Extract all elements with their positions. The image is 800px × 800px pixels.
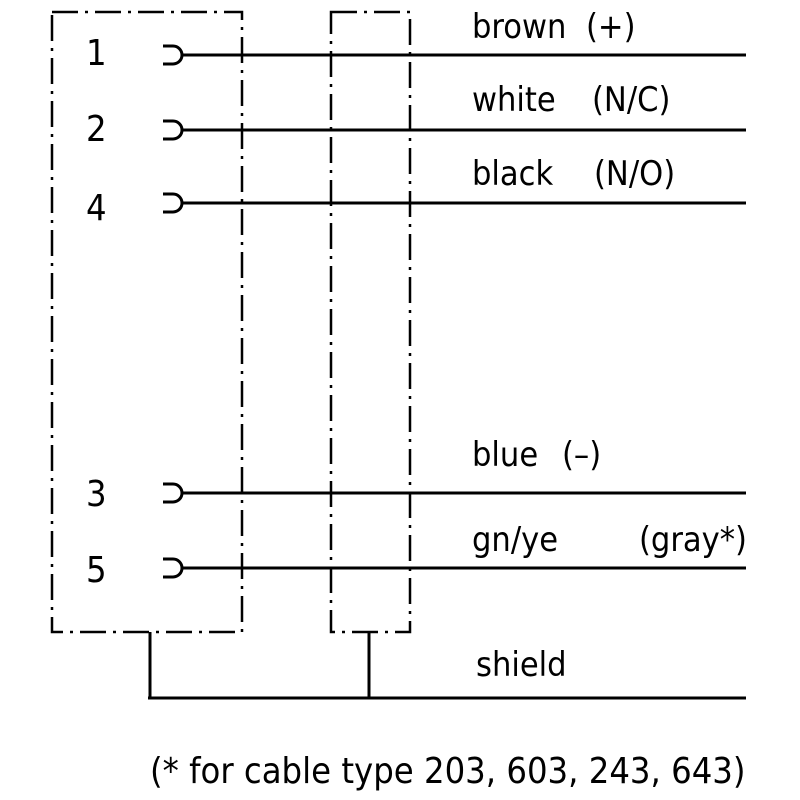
pin-5-socket-icon: [163, 557, 184, 579]
pin-number-2: 2: [86, 109, 107, 150]
connector-housing-outline: [50, 10, 244, 634]
wire-1-function: (+): [586, 7, 636, 47]
pin-1-socket-icon: [163, 44, 184, 66]
cable-sheath-outline: [329, 10, 412, 634]
wire-2-function: (N/C): [592, 80, 670, 120]
wire-5-function: (gray*): [639, 520, 747, 560]
wire-3-label: blue: [472, 435, 538, 475]
wire-5-label: gn/ye: [472, 520, 558, 560]
wire-4-label: black: [472, 154, 553, 194]
pin-4-socket-icon: [163, 192, 184, 214]
wire-1-label: brown: [472, 7, 566, 47]
pin-number-3: 3: [86, 474, 107, 515]
wire-4-function: (N/O): [594, 154, 675, 194]
shield-label: shield: [476, 645, 567, 685]
pin-3-socket-icon: [163, 482, 184, 504]
pin-number-4: 4: [86, 188, 107, 229]
wire-3-function: (–): [562, 435, 601, 475]
pin-number-5: 5: [86, 550, 107, 591]
pin-number-1: 1: [86, 33, 107, 74]
footnote: (* for cable type 203, 603, 243, 643): [150, 751, 746, 792]
wire-2-label: white: [472, 80, 556, 120]
pin-2-socket-icon: [163, 119, 184, 141]
